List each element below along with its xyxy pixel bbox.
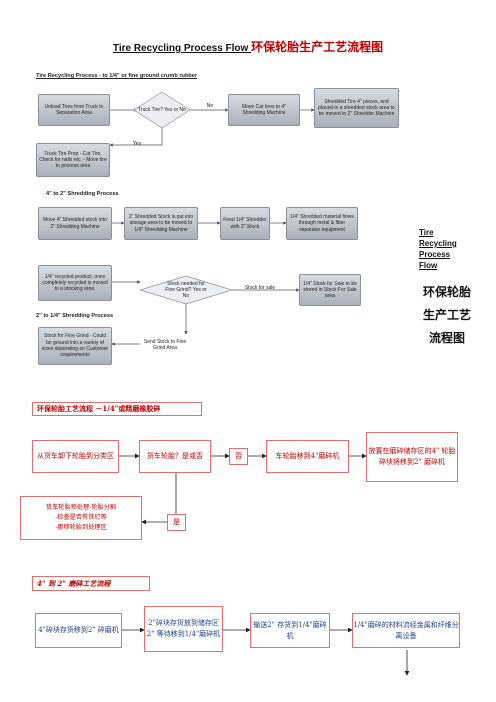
cn-prep-line3: -挪移轮胎到处理区 (55, 524, 107, 531)
arrow-yes-to-prep (109, 128, 163, 147)
cn-box-move-4: 4"碎块存货移到2" 碎磨机 (35, 613, 122, 648)
page-title-en: Tire Recycling Process Flow (112, 43, 252, 54)
side-title-en-line3: Process (419, 250, 451, 259)
box-14-material-flow: 1/4" Shredded material flows through met… (286, 207, 358, 240)
cn-section2-title: 4" 到 2" 磨碎工艺流程 (32, 576, 150, 591)
box-move-car-tires: Move Car tires to 4" Shredding Machine (228, 94, 300, 126)
box-14-stock-for-sale: 1/4" Stock for Sale to be stored in Stoc… (299, 274, 361, 306)
box-shredded-4: Shredded Tire 4" pieces, and placed in a… (314, 88, 399, 128)
box-unload-tires: Unload Tires from Truck to Separation Ar… (38, 94, 110, 126)
cn-section1-title: 环保轮胎工艺流程 －1/4"或精磨橡胶碎 (32, 402, 202, 416)
cn-label-yes: 是 (167, 514, 186, 531)
page-title-cn: 环保轮胎生产工艺流程图 (251, 40, 384, 54)
label-no: No (206, 102, 214, 109)
cn-box-truck-question: 货车轮胎？是或否 (139, 440, 211, 473)
box-14-recycled-product: 1/4" recycled product, once completely r… (38, 265, 112, 301)
label-yes: Yes (132, 140, 142, 147)
side-title-en-line4: Flow (419, 261, 438, 270)
box-fine-grind-stock: Stock for Fine Grind - Could be ground i… (38, 327, 112, 365)
label-stock-for-sale: Stock for sale (244, 284, 276, 291)
section3-heading: 2" to 1/4" Shredding Process (36, 313, 114, 319)
cn-box-place-4: 放置在磨碎储存区的4" 轮胎碎块将移到2" 磨碎机 (366, 432, 458, 482)
side-title-en-line1: Tire (419, 228, 434, 237)
cn-box-truck-prep: 货车轮胎预处理-轮胎分割 -检查是否有铁钉等 -挪移轮胎到处理区 (20, 496, 142, 540)
cn-box-store-2: 2"碎块存货放到储存区2" 等待移到1/4"磨碎机 (144, 606, 223, 652)
box-move-4-stock: Move 4" Shredded stock into 2" Shredding… (38, 207, 112, 240)
page-title: Tire Recycling Process Flow 环保轮胎生产工艺流程图 (0, 38, 496, 55)
diamond-fine-grind (138, 275, 234, 305)
box-feed-14-shredder: Feed 1/4" Shredder with 2" Stock (220, 207, 270, 240)
diamond-truck-tire (133, 91, 191, 129)
cn-prep-line1: 货车轮胎预处理-轮胎分割 (45, 504, 117, 511)
side-title-cn: 环保轮胎生产工艺流程图 (422, 285, 471, 345)
cn-box-send-2: 输送2" 存货到1/4"磨碎机 (250, 613, 330, 648)
box-truck-tire-prep: Truck Tire Prep - Cut Tire. Check for na… (36, 143, 110, 177)
section1-heading: Tire Recycling Process - to 1/4" or fine… (36, 73, 198, 79)
box-2-stock-storage: 2" Shredded Stock is put into storage ar… (124, 207, 198, 240)
side-title-en: Tire Recycling Process Flow (419, 227, 469, 271)
decision-fine-grind: Stock needed for Fine Grind? Yes or No (165, 280, 207, 300)
side-title-en-line2: Recycling (419, 239, 457, 248)
cn-label-no: 否 (229, 448, 248, 465)
cn-box-car-to-4: 车轮胎移到4"磨碎机 (266, 440, 349, 473)
section2-heading: 4" to 2" Shredding Process (46, 191, 119, 197)
cn-box-unload: 从货车卸下轮胎到分类区 (32, 440, 119, 473)
box-send-to-fine-grind: Send Stock to Fine Grind Area (143, 338, 187, 351)
decision-truck-tire: Truck Tire? Yes or No (138, 106, 186, 113)
cn-prep-line2: -检查是否有铁钉等 (55, 514, 107, 521)
cn-box-separator: 1/4"磨碎的材料流经金属和纤维分离设备 (352, 613, 460, 648)
